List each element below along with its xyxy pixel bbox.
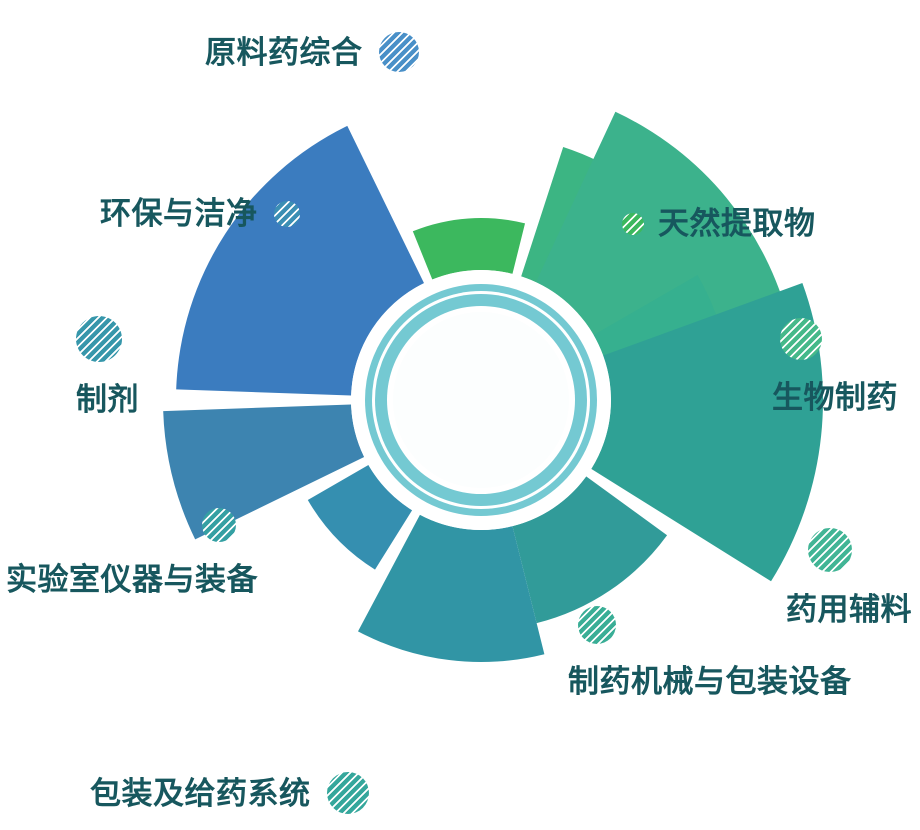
petal-packaging-drug-delivery[interactable]: 包装及给药系统 (591, 283, 823, 582)
legend-label-text: 实验室仪器与装备 (6, 562, 258, 597)
legend-dot-icon (578, 606, 616, 644)
legend-dot-icon (378, 32, 419, 72)
center-hub (351, 270, 611, 530)
center-hole (393, 312, 569, 488)
petal-environment-cleanroom[interactable]: 环保与洁净 (307, 465, 413, 570)
legend-dot-icon (326, 772, 369, 814)
petal-preparations[interactable]: 制剂 (357, 514, 545, 662)
label-biopharmaceuticals[interactable]: 生物制药 (772, 318, 898, 413)
legend-dot-icon (622, 212, 644, 235)
legend-label-text: 药用辅料 (786, 592, 912, 627)
legend-label-text: 制剂 (76, 382, 139, 417)
legend-label-text: 原料药综合 (205, 34, 363, 70)
petal-api-upper-left[interactable]: 原料药综合 (163, 404, 365, 540)
label-natural-extracts[interactable]: 天然提取物 (622, 208, 816, 239)
petal-pharmaceutical-excipients[interactable]: 药用辅料 (535, 111, 790, 369)
legend-dot-icon (202, 508, 236, 542)
label-lab-instruments-equipment[interactable]: 实验室仪器与装备 (6, 508, 258, 595)
petal-layer: 原料药综合天然提取物生物制药药用辅料制药机械与包装设备包装及给药系统实验室仪器与… (163, 111, 823, 662)
legend-dot-icon (76, 316, 122, 362)
legend-label-text: 环保与洁净 (100, 196, 258, 231)
label-environment-cleanroom[interactable]: 环保与洁净 (100, 198, 300, 229)
legend-dot-icon (780, 318, 822, 360)
petal-natural-extracts[interactable]: 天然提取物 (412, 217, 526, 280)
label-pharmaceutical-excipients[interactable]: 药用辅料 (786, 528, 912, 625)
label-raw-material-comprehensive[interactable]: 原料药综合 (205, 32, 419, 72)
petal-raw-material-comprehensive[interactable]: 原料药综合 (176, 125, 425, 396)
legend-dot-icon (273, 200, 300, 227)
legend-dot-icon (808, 528, 852, 572)
label-pharma-machinery-packaging[interactable]: 制药机械与包装设备 (568, 606, 852, 697)
petal-lab-instruments-equipment[interactable]: 实验室仪器与装备 (512, 476, 668, 624)
legend-label-text: 生物制药 (772, 380, 898, 415)
legend-label-text: 天然提取物 (658, 206, 816, 241)
legend-label-text: 包装及给药系统 (90, 775, 311, 811)
label-preparations[interactable]: 制剂 (76, 316, 139, 415)
legend-label-text: 制药机械与包装设备 (568, 664, 852, 699)
label-packaging-drug-delivery[interactable]: 包装及给药系统 (90, 772, 369, 814)
